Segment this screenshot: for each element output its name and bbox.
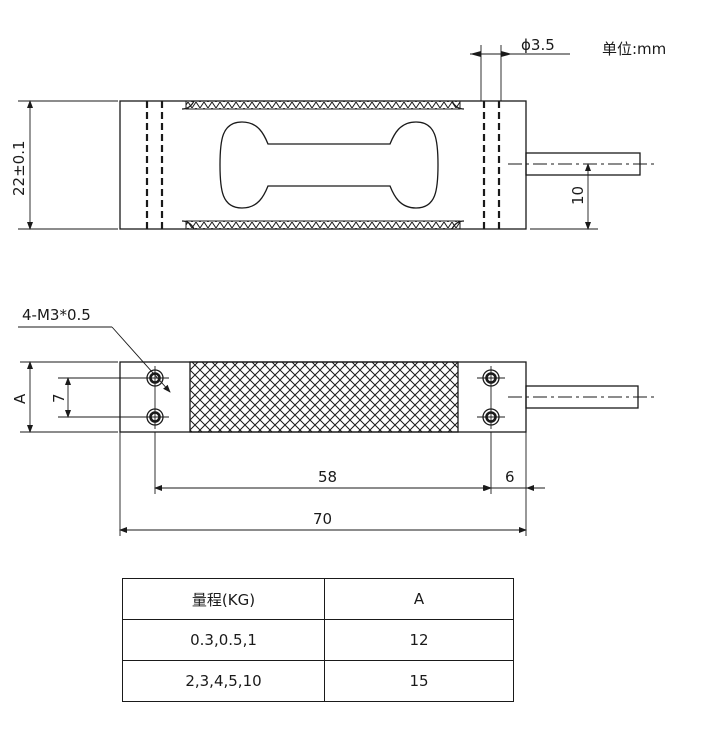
height-label: 22±0.1 [10,140,28,196]
hole-edge-label: 6 [505,468,515,486]
side-view: ϕ3.5 单位:mm 22±0.1 10 [10,36,666,230]
bone-cutout [219,121,439,209]
gauge-pad-top [185,100,461,110]
cell-capacity: 2,3,4,5,10 [122,660,325,702]
hole-spacing-label: 7 [50,393,68,403]
mounting-holes [141,366,505,429]
cell-capacity: 0.3,0.5,1 [122,619,325,661]
side-body [119,100,527,230]
thread-callout-label: 4-M3*0.5 [22,306,91,324]
capacity-table: 量程(KG) A 0.3,0.5,1 12 2,3,4,5,10 15 [122,578,514,702]
width-label: A [11,393,29,404]
length-label: 70 [313,510,332,528]
cell-a: 15 [324,660,514,702]
gauge-pad-bottom [185,220,461,230]
hole-pitch-label: 58 [318,468,337,486]
unit-label: 单位:mm [602,40,666,58]
hatched-pad [189,361,459,433]
table-row: 0.3,0.5,1 12 [122,619,514,661]
hole-diameter-label: ϕ3.5 [521,36,555,54]
header-a: A [324,578,514,620]
cable-height-label: 10 [569,186,587,205]
plan-view: 4-M3*0.5 A 7 58 6 70 [11,306,654,536]
cell-a: 12 [324,619,514,661]
table-header-row: 量程(KG) A [122,578,514,620]
table-row: 2,3,4,5,10 15 [122,660,514,702]
header-capacity: 量程(KG) [122,578,325,620]
